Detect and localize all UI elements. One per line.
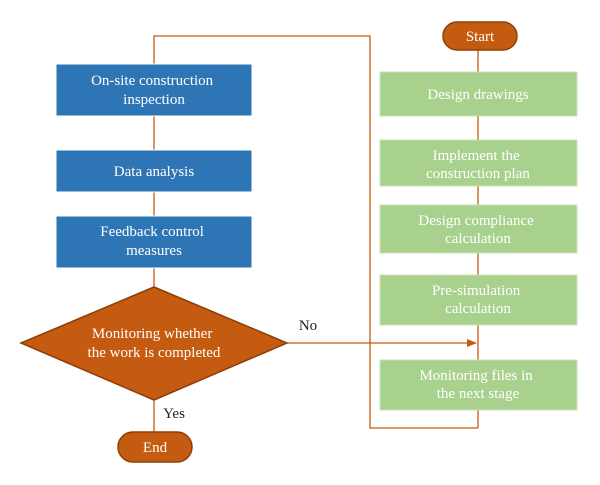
end-shape <box>117 431 193 463</box>
design-compliance-shape <box>379 204 578 254</box>
pre-simulation-shape <box>379 274 578 326</box>
pre-simulation-label: Pre-simulation calculation <box>432 283 524 317</box>
data-analysis-label: Data analysis <box>114 164 195 180</box>
decision-label: Monitoring whether the work is completed <box>88 326 221 361</box>
start-shape <box>442 21 518 51</box>
start-label: Start <box>466 29 495 45</box>
design-drawings-label: Design drawings <box>427 87 528 103</box>
data-analysis-box: Data analysis <box>55 149 253 193</box>
on-site-inspection-label: On-site construction inspection <box>91 73 217 108</box>
feedback-control-shape <box>55 215 253 269</box>
implement-construction-plan-box: Implement the construction plan <box>379 139 578 187</box>
pre-simulation-box: Pre-simulation calculation <box>379 274 578 326</box>
feedback-control-box: Feedback control measures <box>55 215 253 269</box>
design-drawings-box: Design drawings <box>379 71 578 117</box>
implement-construction-plan-label: Implement the construction plan <box>426 148 530 182</box>
design-compliance-label: Design compliance calculation <box>418 213 537 247</box>
decision-shape <box>19 286 289 401</box>
decision-diamond: Monitoring whether the work is completed <box>19 286 289 401</box>
data-analysis-shape <box>55 149 253 193</box>
on-site-inspection-box: On-site construction inspection <box>55 63 253 117</box>
on-site-inspection-shape <box>55 63 253 117</box>
design-compliance-box: Design compliance calculation <box>379 204 578 254</box>
design-drawings-shape <box>379 71 578 117</box>
end-label: End <box>143 440 168 456</box>
start-terminal: Start <box>442 21 518 51</box>
monitoring-files-label: Monitoring files in the next stage <box>419 368 536 402</box>
no-edge-label: No <box>299 318 317 334</box>
implement-construction-plan-shape <box>379 139 578 187</box>
monitoring-files-box: Monitoring files in the next stage <box>379 359 578 411</box>
end-terminal: End <box>117 431 193 463</box>
connector-loop-back-to-inspection <box>153 35 478 429</box>
yes-edge-label: Yes <box>163 406 185 422</box>
monitoring-files-shape <box>379 359 578 411</box>
feedback-control-label: Feedback control measures <box>100 224 207 259</box>
